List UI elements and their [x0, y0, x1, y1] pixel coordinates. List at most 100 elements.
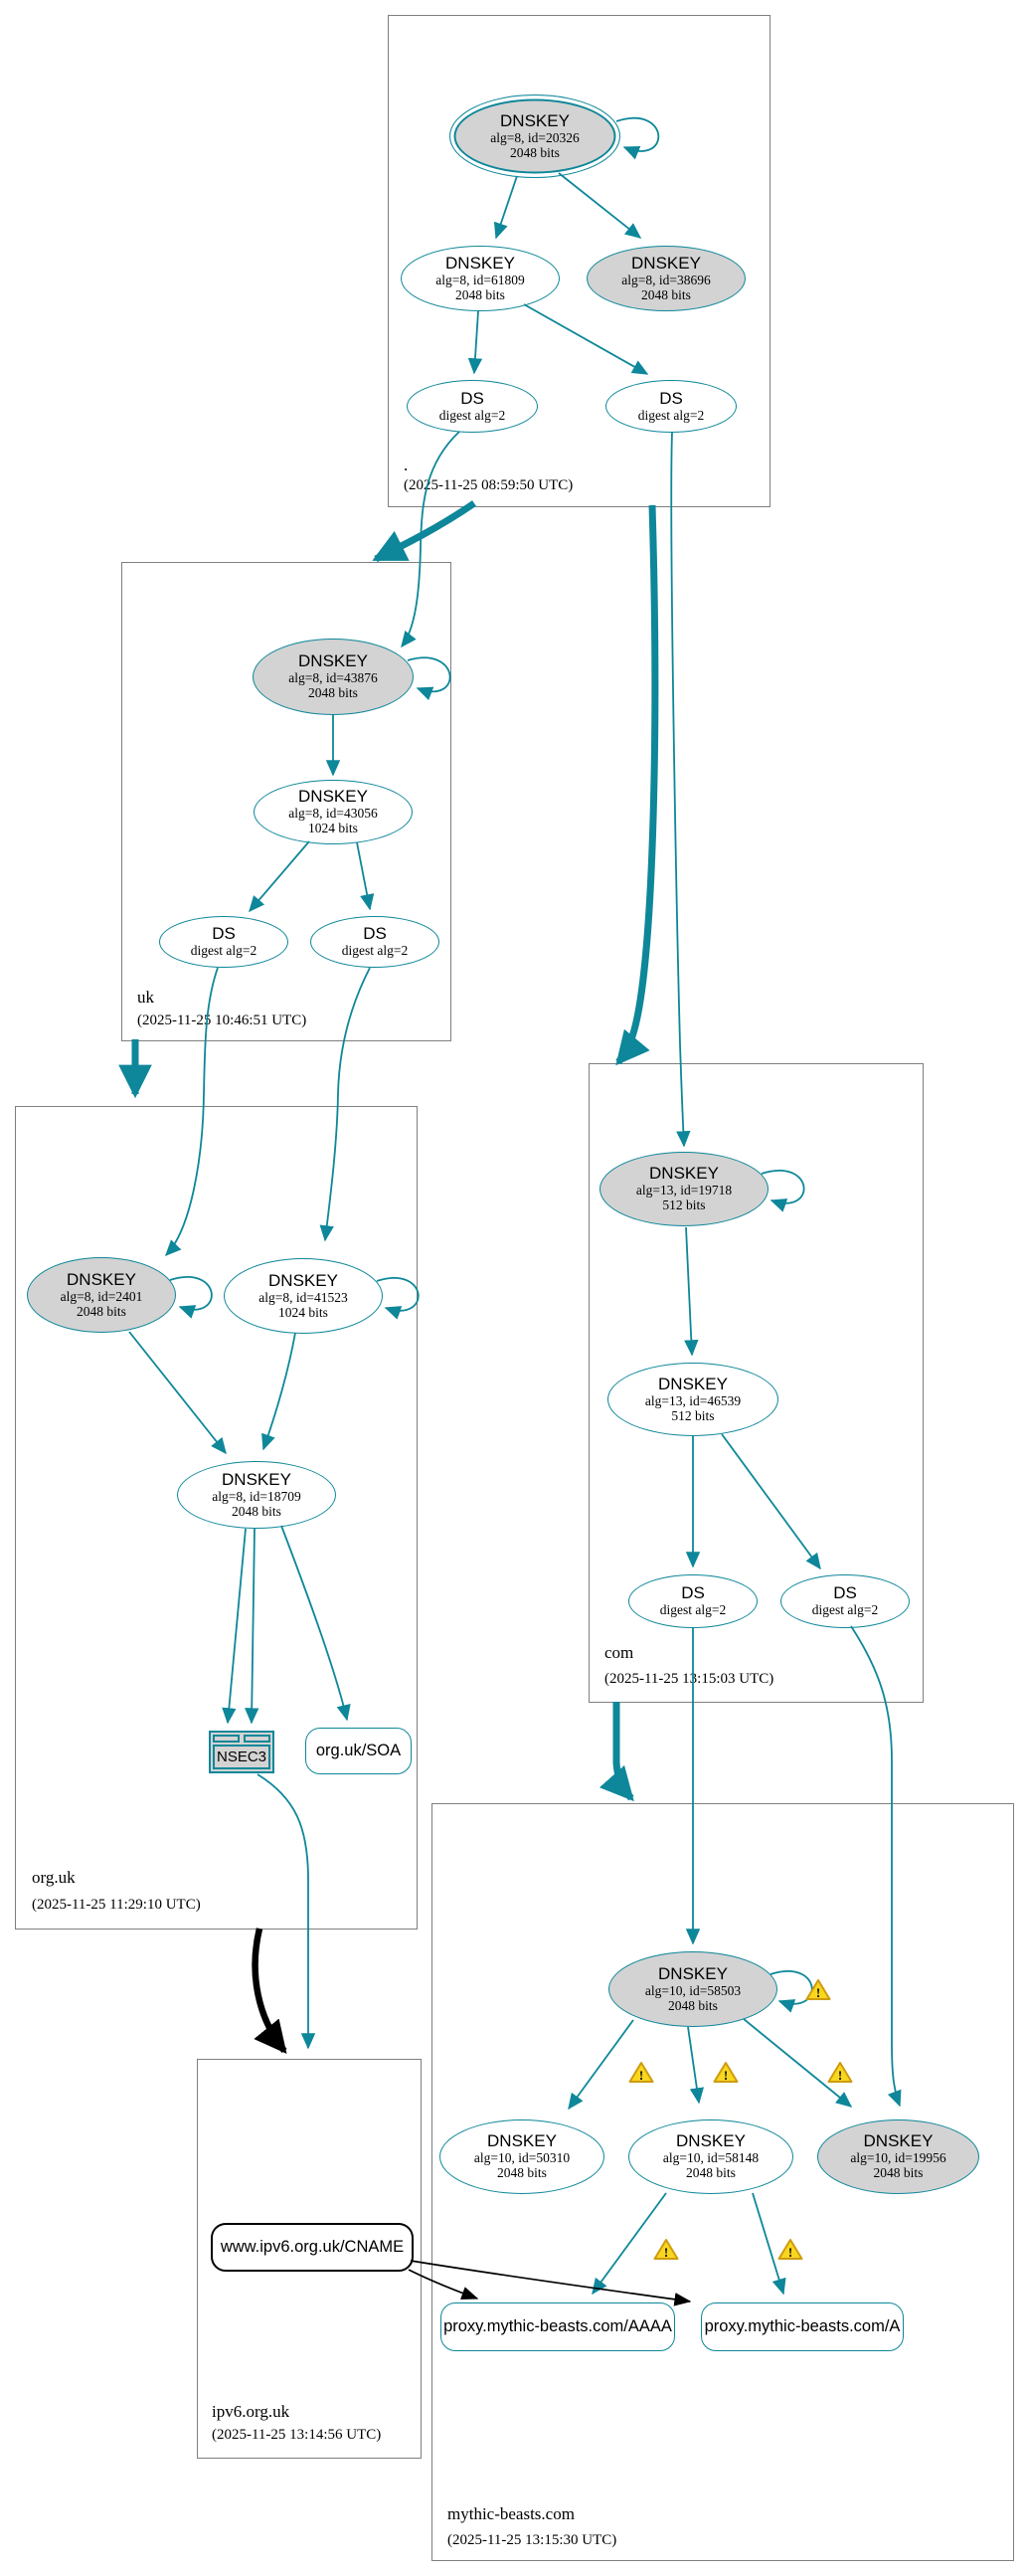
node-title: DNSKEY: [658, 1374, 728, 1393]
dnskey-node-mb-19956[interactable]: DNSKEY alg=10, id=19956 2048 bits: [817, 2119, 979, 2194]
node-bits: 2048 bits: [308, 685, 358, 701]
ds-node-root-1[interactable]: DS digest alg=2: [407, 380, 538, 433]
rrset-node-www-cname[interactable]: www.ipv6.org.uk/CNAME: [211, 2223, 414, 2272]
node-alg-id: alg=8, id=43876: [288, 670, 378, 686]
node-digest: digest alg=2: [811, 1602, 879, 1618]
dnskey-node-orguk-zsk-18709[interactable]: DNSKEY alg=8, id=18709 2048 bits: [177, 1461, 336, 1529]
dnskey-node-orguk-ksk-2401[interactable]: DNSKEY alg=8, id=2401 2048 bits: [27, 1257, 176, 1333]
dnskey-node-root-ksk-20326[interactable]: DNSKEY alg=8, id=20326 2048 bits: [449, 94, 620, 178]
node-title: DNSKEY: [487, 2131, 557, 2151]
node-alg-id: alg=8, id=2401: [60, 1288, 143, 1304]
zone-ts-root: (2025-11-25 08:59:50 UTC): [404, 477, 574, 493]
node-title: DNSKEY: [445, 253, 515, 273]
node-title: DS: [460, 388, 484, 408]
node-bits: 2048 bits: [873, 2165, 924, 2181]
node-alg-id: alg=10, id=50310: [473, 2150, 571, 2166]
node-title: DNSKEY: [67, 1269, 136, 1289]
zone-box-root: [388, 15, 770, 507]
rrset-label: proxy.mythic-beasts.com/A: [704, 2317, 901, 2335]
rrset-label: org.uk/SOA: [315, 1742, 402, 1759]
rrset-node-proxy-a[interactable]: proxy.mythic-beasts.com/A: [701, 2302, 904, 2351]
node-digest: digest alg=2: [341, 943, 409, 959]
ds-node-root-2[interactable]: DS digest alg=2: [605, 380, 737, 433]
node-digest: digest alg=2: [190, 943, 257, 959]
node-title: DNSKEY: [631, 253, 701, 273]
node-title: DNSKEY: [268, 1270, 338, 1290]
ds-node-uk-1[interactable]: DS digest alg=2: [159, 916, 288, 968]
ds-node-com-2[interactable]: DS digest alg=2: [780, 1574, 910, 1628]
node-title: DS: [833, 1583, 857, 1603]
rrset-label: www.ipv6.org.uk/CNAME: [220, 2238, 405, 2256]
node-digest: digest alg=2: [659, 1602, 727, 1618]
dnskey-node-root-ksk-38696[interactable]: DNSKEY alg=8, id=38696 2048 bits: [587, 246, 746, 311]
nsec3-cell: [213, 1735, 240, 1743]
dnskey-node-com-ksk-19718[interactable]: DNSKEY alg=13, id=19718 512 bits: [599, 1152, 769, 1226]
edge-delegation-root-to-uk: [372, 500, 476, 563]
zone-box-com: [589, 1063, 924, 1703]
node-title: DNSKEY: [863, 2131, 934, 2151]
nsec3-header-cells: [211, 1733, 272, 1743]
zone-ts-com: (2025-11-25 13:15:03 UTC): [604, 1671, 774, 1687]
node-alg-id: alg=10, id=58503: [644, 1982, 742, 1998]
nsec3-node-orguk[interactable]: NSEC3: [209, 1731, 274, 1773]
node-title: DS: [212, 924, 236, 944]
node-bits: 1024 bits: [308, 821, 358, 836]
node-alg-id: alg=13, id=46539: [644, 1392, 742, 1408]
zone-label-com: com: [604, 1643, 634, 1662]
edge-insecure-delegation-orguk-to-ipv6: [252, 1928, 287, 2055]
node-bits: 2048 bits: [686, 2165, 736, 2181]
dnskey-node-mb-50310[interactable]: DNSKEY alg=10, id=50310 2048 bits: [439, 2119, 604, 2194]
nsec3-label: NSEC3: [213, 1745, 270, 1769]
ds-node-com-1[interactable]: DS digest alg=2: [628, 1574, 758, 1628]
node-title: DNSKEY: [658, 1963, 728, 1983]
dnskey-node-mb-ksk-58503[interactable]: DNSKEY alg=10, id=58503 2048 bits: [608, 1951, 777, 2027]
node-alg-id: alg=13, id=19718: [635, 1183, 733, 1198]
zone-ts-ipv6: (2025-11-25 13:14:56 UTC): [212, 2427, 382, 2443]
dnskey-node-root-zsk-61809[interactable]: DNSKEY alg=8, id=61809 2048 bits: [401, 246, 560, 311]
node-bits: 2048 bits: [641, 286, 691, 302]
edge-delegation-com-to-mb: [599, 1702, 634, 1802]
rrset-label: proxy.mythic-beasts.com/AAAA: [443, 2317, 672, 2335]
node-alg-id: alg=8, id=43056: [288, 806, 378, 822]
zone-label-ipv6: ipv6.org.uk: [212, 2402, 290, 2421]
node-alg-id: alg=8, id=18709: [212, 1488, 301, 1504]
node-title: DS: [659, 388, 683, 408]
dnskey-node-uk-ksk-43876[interactable]: DNSKEY alg=8, id=43876 2048 bits: [253, 639, 414, 715]
node-bits: 2048 bits: [668, 1997, 718, 2013]
dnskey-node-mb-zsk-58148[interactable]: DNSKEY alg=10, id=58148 2048 bits: [628, 2119, 793, 2194]
node-bits: 2048 bits: [497, 2165, 547, 2181]
zone-box-uk: [121, 562, 451, 1041]
node-bits: 2048 bits: [510, 144, 560, 160]
node-bits: 2048 bits: [232, 1503, 281, 1519]
node-title: DNSKEY: [298, 651, 368, 671]
node-title: DS: [363, 924, 387, 944]
dnskey-node-orguk-41523[interactable]: DNSKEY alg=8, id=41523 1024 bits: [224, 1258, 383, 1334]
zone-box-ipv6: [197, 2059, 422, 2459]
node-bits: 2048 bits: [77, 1303, 126, 1319]
node-bits: 2048 bits: [455, 286, 505, 302]
node-title: DNSKEY: [298, 787, 368, 807]
ds-node-uk-2[interactable]: DS digest alg=2: [310, 916, 439, 968]
edge-root-ds2-to-com-ksk: [670, 432, 691, 1148]
zone-ts-uk: (2025-11-25 10:46:51 UTC): [137, 1012, 307, 1028]
rrset-node-orguk-soa[interactable]: org.uk/SOA: [305, 1728, 412, 1774]
node-title: DNSKEY: [649, 1164, 719, 1184]
node-alg-id: alg=10, id=58148: [662, 2150, 760, 2166]
node-digest: digest alg=2: [438, 407, 506, 423]
node-title: DNSKEY: [500, 110, 570, 130]
node-bits: 512 bits: [671, 1407, 715, 1423]
node-digest: digest alg=2: [637, 407, 705, 423]
zone-box-mythic-beasts: [431, 1803, 1014, 2561]
node-bits: 1024 bits: [278, 1304, 328, 1320]
zone-label-root: .: [404, 456, 409, 474]
node-title: DS: [681, 1583, 705, 1603]
rrset-node-proxy-aaaa[interactable]: proxy.mythic-beasts.com/AAAA: [440, 2302, 675, 2351]
dnskey-node-uk-zsk-43056[interactable]: DNSKEY alg=8, id=43056 1024 bits: [254, 780, 413, 844]
zone-label-uk: uk: [137, 988, 154, 1007]
node-alg-id: alg=8, id=41523: [258, 1289, 348, 1305]
dnskey-node-com-zsk-46539[interactable]: DNSKEY alg=13, id=46539 512 bits: [607, 1363, 778, 1436]
node-title: DNSKEY: [676, 2131, 746, 2151]
zone-label-mythic-beasts: mythic-beasts.com: [447, 2504, 575, 2523]
zone-ts-org-uk: (2025-11-25 11:29:10 UTC): [32, 1897, 201, 1913]
